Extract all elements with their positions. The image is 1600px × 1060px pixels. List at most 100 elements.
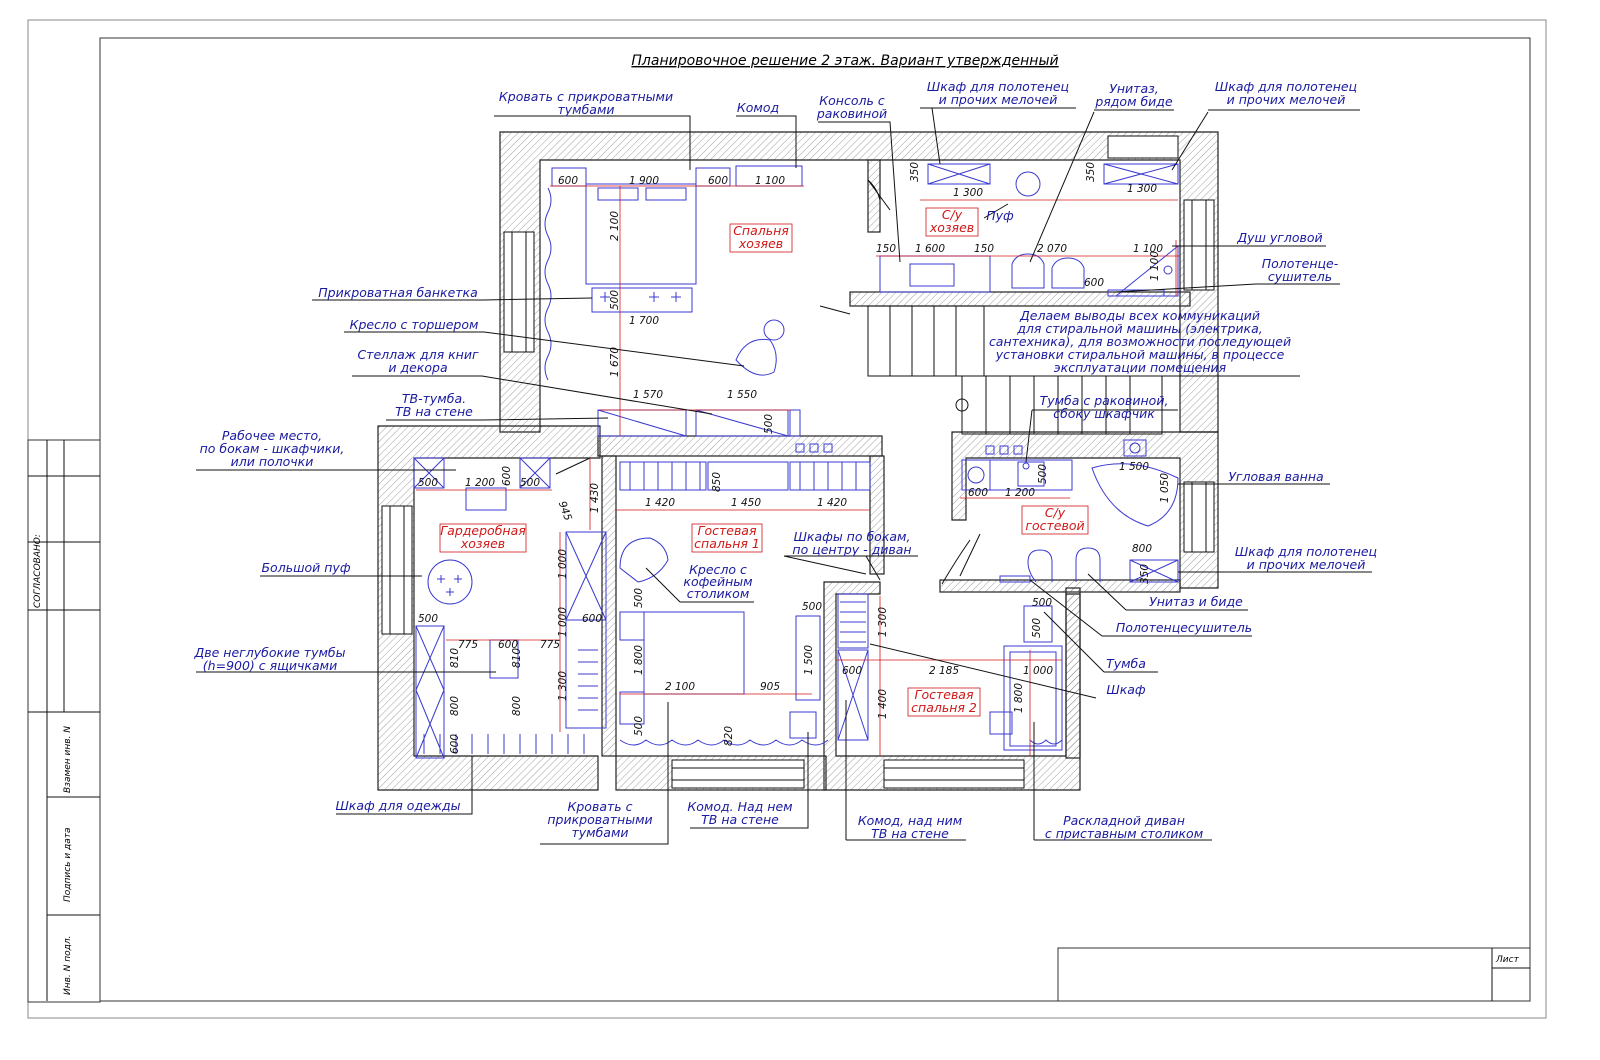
dim: 1 570: [633, 389, 663, 401]
dimension-numbers: 600 1 900 600 1 100 2 100 350 1 300 350 …: [418, 162, 1171, 754]
dim: 1 000: [557, 607, 569, 637]
dim: 600: [842, 665, 862, 677]
label-bed-bottom-2: прикроватными: [547, 812, 652, 827]
dim: 1 420: [645, 497, 675, 509]
label-sofa-bed-2: с приставным столиком: [1045, 826, 1203, 841]
label-towel-cab-3a: Шкаф для полотенец: [1235, 544, 1377, 559]
label-sink-cab-1: Тумба с раковиной,: [1040, 393, 1169, 408]
label-bed-top-1: Кровать с прикроватными: [499, 89, 673, 104]
label-bed-bottom-1: Кровать с: [568, 799, 633, 814]
dim: 1 300: [877, 607, 889, 637]
dim: 1 400: [877, 689, 889, 719]
dim: 800: [1132, 543, 1152, 555]
room-guest1-1: Гостевая: [697, 523, 756, 538]
label-armchair-coffee-1: Кресло с: [689, 562, 747, 577]
label-dryer-2: сушитель: [1268, 269, 1332, 284]
label-washer-3: сантехника), для возможности последующей: [989, 334, 1291, 349]
dim: 1 500: [803, 645, 815, 675]
room-master-bedroom-1: Спальня: [733, 223, 789, 238]
label-console-2: раковиной: [816, 106, 887, 121]
dim: 905: [760, 681, 780, 693]
dim: 850: [711, 472, 723, 492]
dim: 600: [498, 639, 518, 651]
room-wardrobe-1: Гардеробная: [440, 523, 526, 538]
dim: 500: [1037, 464, 1049, 484]
side-stamp: СОГЛАСОВАНО: Взамен инв. N Подпись и дат…: [27, 439, 101, 1003]
label-washer-5: эксплуатации помещения: [1054, 360, 1227, 375]
label-side-wardrobes-2: по центру - диван: [792, 542, 911, 557]
dim: 500: [633, 716, 645, 736]
label-bed-bottom-3: тумбами: [571, 825, 628, 840]
label-washer-4: установки стиральной машины, в процессе: [995, 347, 1285, 362]
label-workplace-1: Рабочее место,: [222, 428, 322, 443]
label-komod-tv-2a: Комод, над ним: [858, 813, 962, 828]
label-shower: Душ угловой: [1236, 230, 1322, 245]
dim: 1 000: [557, 549, 569, 579]
dim: 350: [909, 162, 921, 182]
label-towel-cab-1b: и прочих мелочей: [939, 92, 1058, 107]
dim: 500: [609, 290, 621, 310]
dim: 600: [968, 487, 988, 499]
label-two-cabinets-1: Две неглубокие тумбы: [194, 645, 346, 660]
dim: 800: [511, 696, 523, 716]
dim: 600: [1084, 277, 1104, 289]
label-corner-bath: Угловая ванна: [1228, 469, 1323, 484]
dim: 2 100: [609, 211, 621, 241]
label-komod-tv-1a: Комод. Над нем: [687, 799, 792, 814]
label-wardrobe-clothes: Шкаф для одежды: [335, 798, 460, 813]
dim: 1 000: [1023, 665, 1053, 677]
dim: 500: [520, 477, 540, 489]
stamp-sign-date: Подпись и дата: [63, 827, 73, 902]
room-guest1-2: спальня 1: [694, 536, 760, 551]
dim: 945: [556, 500, 574, 523]
label-console-1: Консоль с: [819, 93, 885, 108]
dim: 1 450: [731, 497, 761, 509]
label-tv-stand-2: ТВ на стене: [395, 404, 473, 419]
label-armchair-coffee-3: столиком: [687, 586, 750, 601]
label-armchair-lamp: Кресло с торшером: [350, 317, 479, 332]
dimension-lines: [416, 185, 1180, 756]
label-workplace-2: по бокам - шкафчики,: [200, 441, 345, 456]
dim: 600: [582, 613, 602, 625]
dim: 820: [723, 726, 735, 746]
dim: 500: [633, 588, 645, 608]
label-toilet-1: Унитаз,: [1109, 81, 1158, 96]
stamp-replace-inv: Взамен инв. N: [63, 726, 73, 793]
dim: 1 700: [629, 315, 659, 327]
label-towel-cab-3b: и прочих мелочей: [1247, 557, 1366, 572]
room-guest2-2: спальня 2: [911, 700, 977, 715]
dim: 775: [540, 639, 560, 651]
dim: 1 800: [633, 645, 645, 675]
dim: 150: [974, 243, 994, 255]
dim: 1 050: [1159, 473, 1171, 503]
dim: 350: [1085, 162, 1097, 182]
label-bed-top-2: тумбами: [557, 102, 614, 117]
dim: 1 500: [1119, 461, 1149, 473]
dim: 1 300: [953, 187, 983, 199]
label-toilet-2: рядом биде: [1094, 94, 1173, 109]
room-guest-bath-1: С/у: [1045, 505, 1066, 520]
label-two-cabinets-2: (h=900) с ящичками: [203, 658, 337, 673]
callout-labels: Кровать с прикроватными тумбами Комод Ко…: [194, 79, 1378, 841]
dim: 800: [449, 696, 461, 716]
dim: 1 600: [915, 243, 945, 255]
label-washer-1: Делаем выводы всех коммуникаций: [1019, 308, 1260, 323]
label-sofa-bed-1: Раскладной диван: [1063, 813, 1185, 828]
sheet-frame: [27, 19, 1547, 1019]
stamp-agreed: СОГЛАСОВАНО:: [33, 534, 43, 608]
room-labels: Спальня хозяев С/у хозяев Гардеробная хо…: [439, 207, 1089, 717]
room-guest2-1: Гостевая: [914, 687, 973, 702]
dim: 1 800: [1013, 683, 1025, 713]
label-sink-cab-2: сбоку шкафчик: [1053, 406, 1155, 421]
dim: 1 300: [1127, 183, 1157, 195]
dim: 1 200: [465, 477, 495, 489]
label-bookshelf-2: и декора: [388, 360, 447, 375]
dim: 1 420: [817, 497, 847, 509]
room-master-bath-1: С/у: [942, 207, 963, 222]
dim: 500: [1032, 597, 1052, 609]
label-komod-tv-1b: ТВ на стене: [701, 812, 779, 827]
label-towel-dryer-2: Полотенцесушитель: [1116, 620, 1252, 635]
dim: 1 100: [1149, 251, 1161, 281]
label-side-wardrobes-1: Шкафы по бокам,: [794, 529, 911, 544]
